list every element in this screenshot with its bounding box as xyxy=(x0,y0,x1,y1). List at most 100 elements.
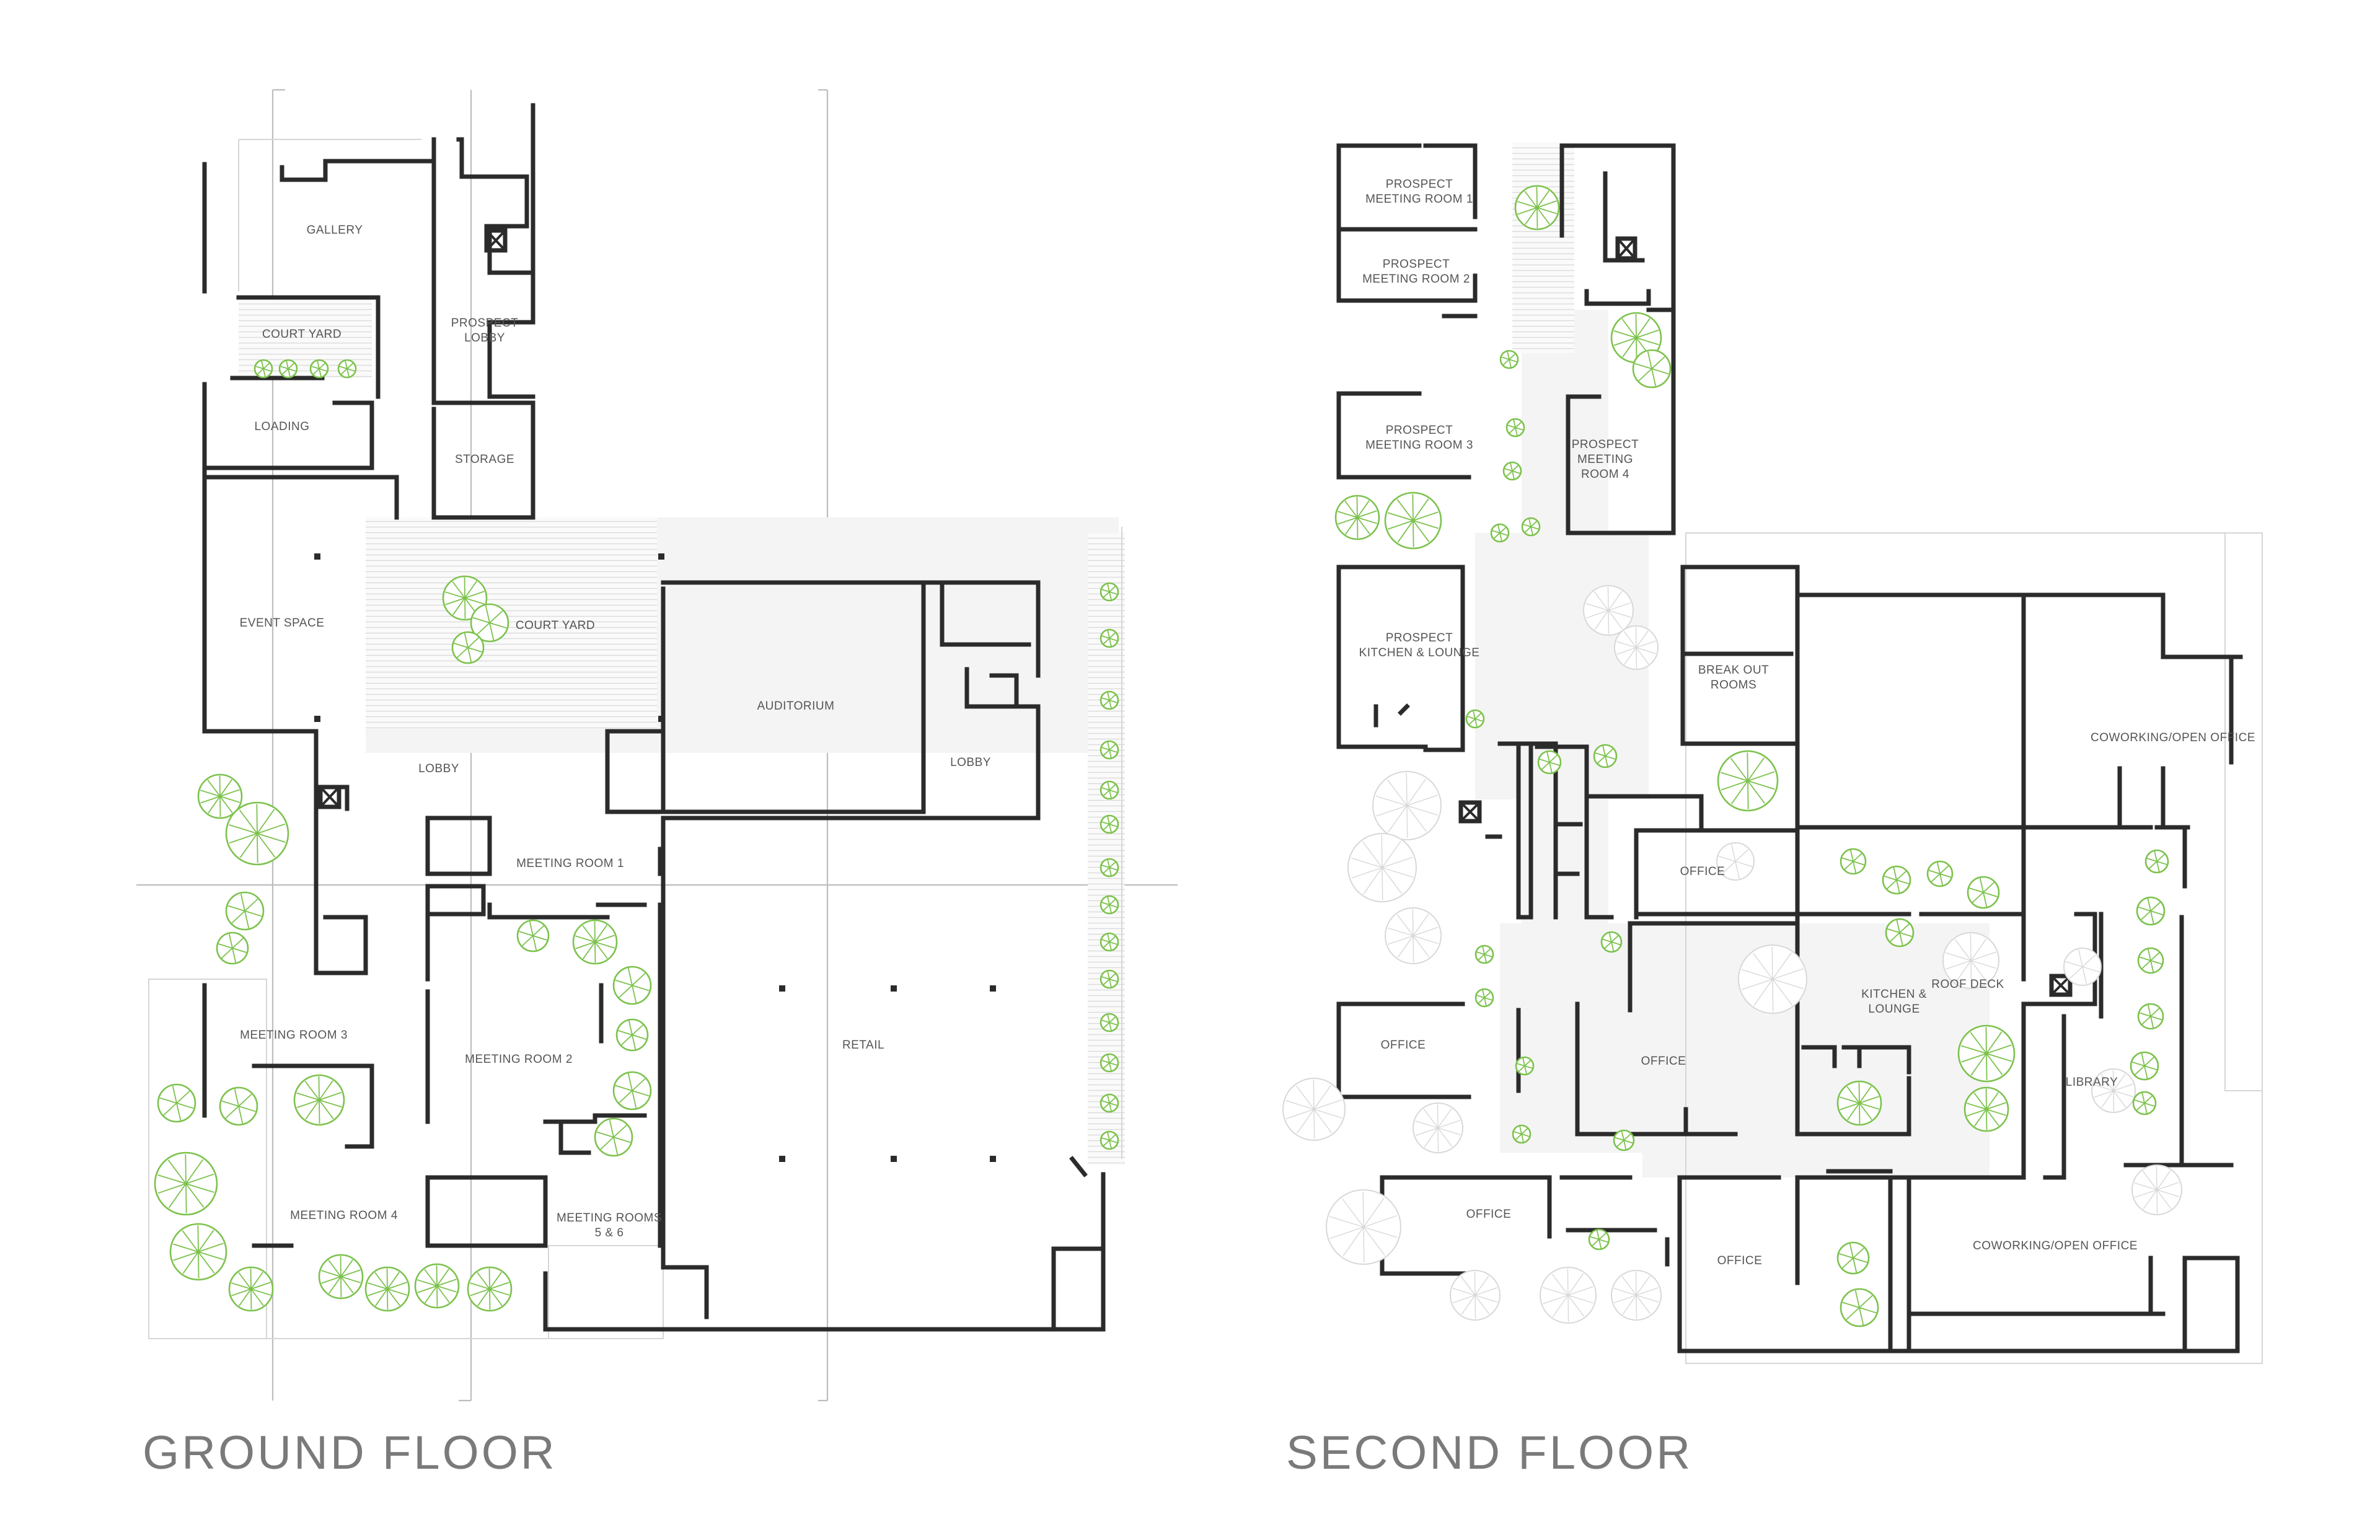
label-library: LIBRARY xyxy=(2066,1076,2118,1089)
label-office-centre: OFFICE xyxy=(1641,1055,1686,1068)
tree-canopy-spokes xyxy=(1101,859,1117,876)
label-loading: LOADING xyxy=(254,420,309,433)
tree-canopy-spokes xyxy=(1960,1027,2012,1080)
second-site-paving xyxy=(1475,143,2263,1364)
tree-canopy-spokes xyxy=(159,1086,194,1120)
label-prospect-meeting-room-3: PROSPECT xyxy=(1386,424,1453,437)
label-meeting-room-2: MEETING ROOM 2 xyxy=(465,1053,573,1066)
tree-canopy-spokes xyxy=(320,1256,361,1298)
label-prospect-meeting-room-4-3: ROOM 4 xyxy=(1581,468,1629,481)
label-meeting-room-1: MEETING ROOM 1 xyxy=(516,857,624,870)
tree-canopy-spokes xyxy=(1285,1080,1342,1139)
tree-canopy-spokes xyxy=(1101,692,1117,709)
tree-canopy-spokes xyxy=(615,968,650,1003)
label-meeting-room-3: MEETING ROOM 3 xyxy=(240,1029,348,1042)
tree-canopy-spokes xyxy=(416,1265,457,1307)
tree-canopy-spokes xyxy=(1387,494,1439,547)
ground-walls xyxy=(202,103,1106,1332)
tree-canopy-spokes xyxy=(575,921,615,963)
label-kitchen-lounge-2: LOUNGE xyxy=(1868,1003,1919,1016)
tree-canopy-spokes xyxy=(1501,351,1517,368)
tree-canopy-spokes xyxy=(339,360,355,377)
ground-columns xyxy=(314,553,996,1162)
tree-canopy-spokes xyxy=(454,633,482,662)
tree-canopy-spokes xyxy=(1517,187,1558,229)
tree-canopy-spokes xyxy=(218,933,247,963)
tree-canopy-spokes xyxy=(1966,1088,2007,1130)
label-meeting-rooms-5-6-2: 5 & 6 xyxy=(595,1226,624,1239)
tree-canopy-spokes xyxy=(1517,1057,1533,1075)
label-roof-deck: ROOF DECK xyxy=(1931,978,2004,991)
label-office-west: OFFICE xyxy=(1381,1039,1426,1052)
tree-canopy-spokes xyxy=(1514,1125,1530,1143)
tree-canopy-spokes xyxy=(1523,518,1539,535)
tree-canopy-spokes xyxy=(1616,627,1656,669)
tree-canopy-spokes xyxy=(1718,844,1753,879)
tree-canopy-spokes xyxy=(1492,524,1508,542)
label-lobby: LOBBY xyxy=(418,762,459,775)
tree-canopy-spokes xyxy=(1884,867,1910,893)
tree-canopy-spokes xyxy=(1476,989,1492,1006)
tree-canopy-spokes xyxy=(157,1154,214,1213)
tree-canopy-spokes xyxy=(1542,1269,1594,1322)
tree-canopy-spokes xyxy=(1539,752,1560,773)
tree-canopy-spokes xyxy=(2134,1166,2180,1214)
tree-canopy-spokes xyxy=(1101,781,1117,799)
label-court-yard: COURT YARD xyxy=(516,619,595,632)
tree-canopy-spokes xyxy=(1839,1243,1867,1273)
tree-canopy-spokes xyxy=(1415,1104,1461,1152)
tree-canopy-spokes xyxy=(227,894,262,928)
tree-canopy-spokes xyxy=(1841,850,1865,873)
tree-canopy-spokes xyxy=(2139,1005,2162,1028)
tree-canopy-spokes xyxy=(1476,946,1492,963)
tree-canopy-spokes xyxy=(596,1120,631,1155)
tree-canopy-spokes xyxy=(1969,878,1998,907)
tree-canopy-spokes xyxy=(1351,835,1414,900)
ground-room-labels: GALLERY COURT YARD PROSPECT LOBBY LOADIN… xyxy=(240,224,991,1239)
label-prospect-kitchen-lounge-2: KITCHEN & LOUNGE xyxy=(1359,646,1480,659)
tree-canopy-spokes xyxy=(1590,1230,1608,1249)
tree-canopy-spokes xyxy=(1101,630,1117,647)
second-room-labels: PROSPECT MEETING ROOM 1 PROSPECT MEETING… xyxy=(1359,178,2255,1267)
tree-canopy-spokes xyxy=(172,1225,224,1278)
label-office-southwest: OFFICE xyxy=(1466,1208,1512,1221)
tree-canopy-spokes xyxy=(618,1020,646,1050)
label-break-out-rooms: BREAK OUT xyxy=(1698,664,1769,677)
label-coworking-north: COWORKING/OPEN OFFICE xyxy=(2091,731,2255,744)
label-prospect-meeting-room-4-2: MEETING xyxy=(1577,453,1633,466)
label-prospect-meeting-room-2-2: MEETING ROOM 2 xyxy=(1362,273,1470,286)
tree-canopy-spokes xyxy=(280,360,296,377)
label-storage: STORAGE xyxy=(455,453,514,466)
second-walls xyxy=(1336,143,2243,1353)
ground-planting xyxy=(154,359,1119,1312)
tree-canopy-spokes xyxy=(472,605,507,640)
tree-canopy-spokes xyxy=(2138,898,2164,924)
ground-floor-title: GROUND FLOOR xyxy=(143,1427,557,1479)
tree-canopy-spokes xyxy=(229,804,286,863)
ground-site-paving xyxy=(148,139,1125,1339)
tree-canopy-spokes xyxy=(1101,933,1117,951)
tree-canopy-spokes xyxy=(1101,970,1117,988)
label-meeting-room-4: MEETING ROOM 4 xyxy=(290,1209,398,1222)
tree-canopy-spokes xyxy=(1721,752,1775,809)
label-lobby-east: LOBBY xyxy=(950,756,991,769)
label-prospect-lobby-2: LOBBY xyxy=(464,332,505,345)
tree-canopy-spokes xyxy=(1887,920,1913,946)
second-planting xyxy=(1334,185,2169,1327)
tree-canopy-spokes xyxy=(444,577,485,619)
tree-canopy-spokes xyxy=(1101,1054,1117,1071)
tree-canopy-spokes xyxy=(1101,896,1117,913)
tree-canopy-spokes xyxy=(296,1076,342,1124)
tree-canopy-spokes xyxy=(1741,946,1804,1012)
tree-canopy-spokes xyxy=(1387,909,1439,962)
tree-canopy-spokes xyxy=(367,1268,408,1310)
label-prospect-meeting-room-1: PROSPECT xyxy=(1386,178,1453,191)
tree-canopy-spokes xyxy=(1101,1132,1117,1149)
tree-canopy-spokes xyxy=(1602,932,1621,952)
label-break-out-rooms-2: ROOMS xyxy=(1711,679,1756,692)
tree-canopy-spokes xyxy=(1101,816,1117,833)
tree-canopy-spokes xyxy=(1507,419,1523,436)
tree-canopy-spokes xyxy=(1615,1130,1633,1150)
tree-canopy-spokes xyxy=(519,921,547,951)
label-prospect-meeting-room-4: PROSPECT xyxy=(1572,438,1639,451)
